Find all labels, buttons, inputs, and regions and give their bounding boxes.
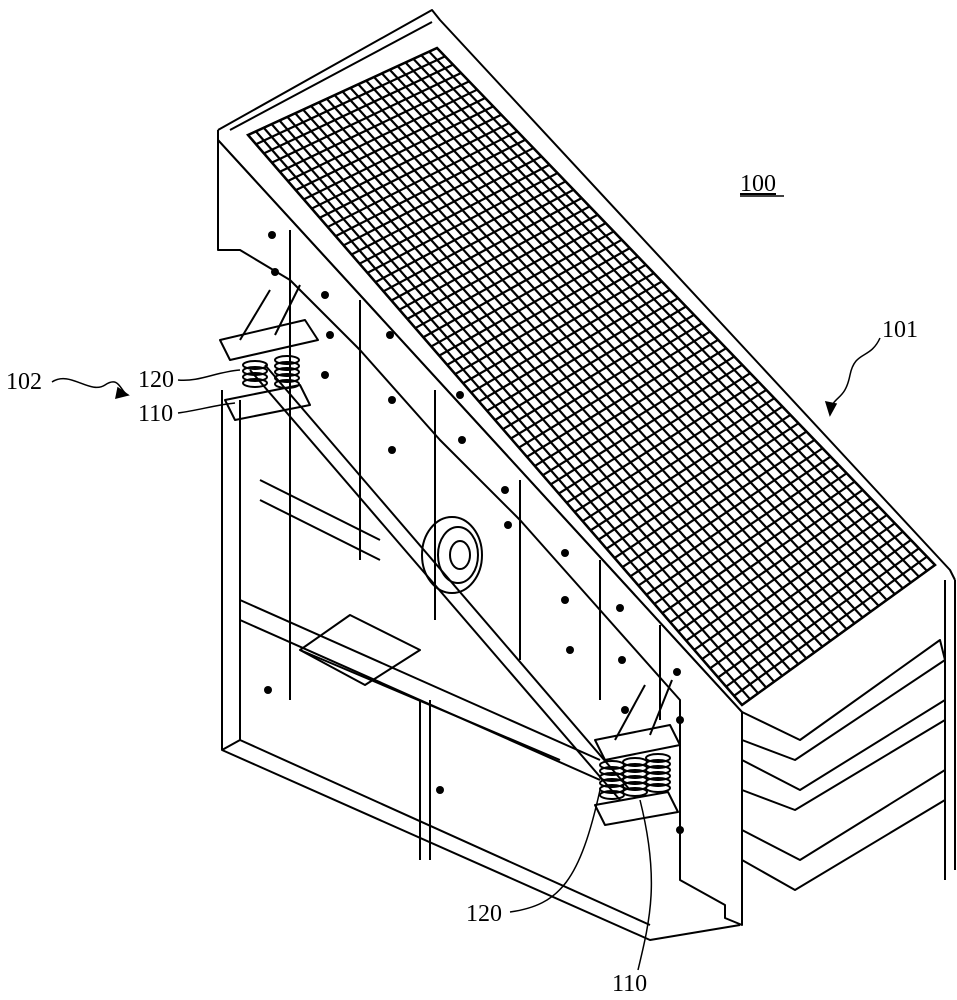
lower-seat [594, 791, 679, 826]
mesh-wire [404, 61, 904, 590]
discharge-chute-1 [741, 639, 946, 761]
label-102: 102 [6, 369, 42, 395]
mesh-wire [365, 79, 864, 619]
spring-coil [242, 360, 268, 370]
bolt [616, 604, 624, 612]
bolt [271, 268, 279, 276]
label-101: 101 [882, 317, 918, 343]
mesh-wire [349, 87, 848, 630]
leader-lines [51, 195, 881, 971]
spring-coil [599, 766, 625, 776]
bolt [388, 396, 396, 404]
bolt [456, 391, 464, 399]
pulley [421, 516, 483, 594]
mesh-wire [436, 47, 936, 566]
label-120-lower: 120 [466, 901, 502, 927]
bolt [618, 656, 626, 664]
mesh-wire [286, 116, 784, 677]
label-100: 100 [740, 171, 776, 197]
mesh-wire [428, 50, 928, 572]
bolt [436, 786, 444, 794]
spring-coil [645, 783, 671, 793]
bolt [264, 686, 272, 694]
bolt [321, 291, 329, 299]
spring-coil [599, 772, 625, 782]
lower-bracket [594, 724, 681, 761]
spring-coil [645, 777, 671, 787]
bolt [673, 668, 681, 676]
bolt [621, 706, 629, 714]
spring-coil [599, 790, 625, 800]
mesh-wire [302, 108, 800, 665]
mesh-wire [388, 68, 888, 601]
bolt [561, 596, 569, 604]
mesh-wire [318, 101, 816, 654]
spring-coil [599, 784, 625, 794]
bolt [676, 716, 684, 724]
mesh-wire [294, 112, 792, 671]
bolt [458, 436, 466, 444]
spring-coil [599, 760, 625, 770]
spring-coil [645, 753, 671, 763]
discharge-chute-3 [741, 769, 946, 891]
spring-coil [274, 367, 300, 377]
spring-coil [242, 366, 268, 376]
spring-coil [274, 355, 300, 365]
box-top-rim [217, 9, 956, 581]
mesh-wire [310, 105, 808, 660]
bolt [501, 486, 509, 494]
spring-coil [622, 787, 648, 797]
mesh-wire [373, 76, 872, 613]
side-plate [217, 139, 743, 926]
bolt [561, 549, 569, 557]
mesh-wire [412, 58, 912, 584]
bolts [264, 231, 684, 834]
spring-coil [242, 378, 268, 388]
platform-plate [299, 614, 421, 686]
spring-coil [599, 778, 625, 788]
spring-coil [274, 379, 300, 389]
bolt [326, 331, 334, 339]
upper-seat [224, 384, 311, 421]
bolt [676, 826, 684, 834]
upper-bracket [219, 319, 319, 361]
bolt [268, 231, 276, 239]
mesh-wire [270, 123, 767, 689]
bolt [504, 521, 512, 529]
bolt [388, 446, 396, 454]
mesh-wire [262, 127, 759, 695]
spring-coil [274, 373, 300, 383]
mesh-wire [381, 72, 880, 607]
spring-coil [645, 759, 671, 769]
label-110-lower: 110 [612, 971, 648, 997]
bolt [386, 331, 394, 339]
mesh-wire [357, 83, 856, 625]
mesh-wire [278, 119, 775, 683]
mesh-wire [247, 134, 743, 706]
discharge-chute-2 [741, 699, 946, 811]
mesh-wire [396, 65, 896, 595]
label-110-upper: 110 [138, 401, 174, 427]
mesh-wire [420, 54, 920, 578]
springs [242, 355, 671, 800]
screen-mesh [245, 46, 937, 707]
mesh-wire [333, 94, 832, 642]
spring-coil [274, 361, 300, 371]
bolt [321, 371, 329, 379]
spring-coil [242, 372, 268, 382]
spring-coil [645, 771, 671, 781]
mesh-wire [341, 90, 840, 636]
mesh-wire [255, 130, 751, 700]
machine-frame [217, 9, 956, 941]
spring-coil [645, 765, 671, 775]
mesh-wire [325, 98, 824, 648]
label-120-upper: 120 [138, 367, 174, 393]
bolt [566, 646, 574, 654]
